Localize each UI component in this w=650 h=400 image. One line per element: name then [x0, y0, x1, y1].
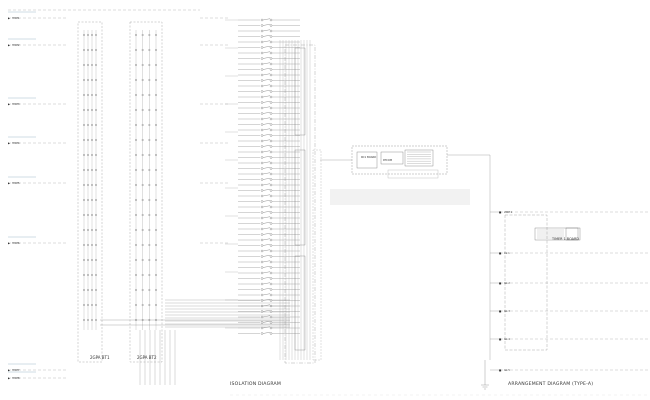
left-rail-marker: ▶ [8, 17, 10, 20]
left-rail-marker: ▶ [8, 103, 10, 106]
right-rail-label: GL 4 [504, 337, 510, 341]
right-rail-label: GL 2 [504, 281, 510, 285]
right-rail-marker: ■ [499, 211, 502, 214]
bottom-right-title: ARRANGEMENT DIAGRAM (TYPE-A) [508, 381, 593, 387]
left-rail-label: H3M2 [12, 43, 20, 47]
panel-right-box-label: RTCOM [383, 158, 392, 162]
right-rail-marker: ■ [499, 252, 502, 255]
left-rail-marker: ▶ [8, 44, 10, 47]
terminal-strip-label-2: 2GPA BT2 [137, 355, 157, 360]
left-rail-label: H3M5 [12, 181, 20, 185]
right-rail-marker: ■ [499, 369, 502, 372]
right-rail-marker: ■ [499, 282, 502, 285]
panel-left-box-label: RC1 BOARD [361, 155, 376, 159]
left-rail-label: H3M3 [12, 102, 20, 106]
right-rail-marker: ■ [499, 338, 502, 341]
left-rail-marker: ▶ [8, 377, 10, 380]
right-rail-label: CL 1 [504, 251, 510, 255]
left-rail-label: H3M6 [12, 241, 20, 245]
right-rail-label: GL 5 [504, 368, 510, 372]
right-box-caption: TIMER 1 BOARD [551, 237, 579, 241]
left-rail-label: H3M1 [12, 16, 20, 20]
right-rail-marker: ■ [499, 310, 502, 313]
left-rail-marker: ▶ [8, 242, 10, 245]
left-rail-label: H3M4 [12, 141, 20, 145]
right-rail-label: 2NM 1 [504, 210, 513, 214]
terminal-strip-label-1: 2GPA BT1 [90, 355, 110, 360]
left-rail-label: H3M8 [12, 376, 20, 380]
left-rail-marker: ▶ [8, 142, 10, 145]
left-rail-label: H3M7 [12, 368, 20, 372]
bottom-left-caption: ISOLATION DIAGRAM [230, 381, 281, 387]
left-rail-marker: ▶ [8, 369, 10, 372]
left-rail-marker: ▶ [8, 182, 10, 185]
right-rail-label: GL 3 [504, 309, 510, 313]
